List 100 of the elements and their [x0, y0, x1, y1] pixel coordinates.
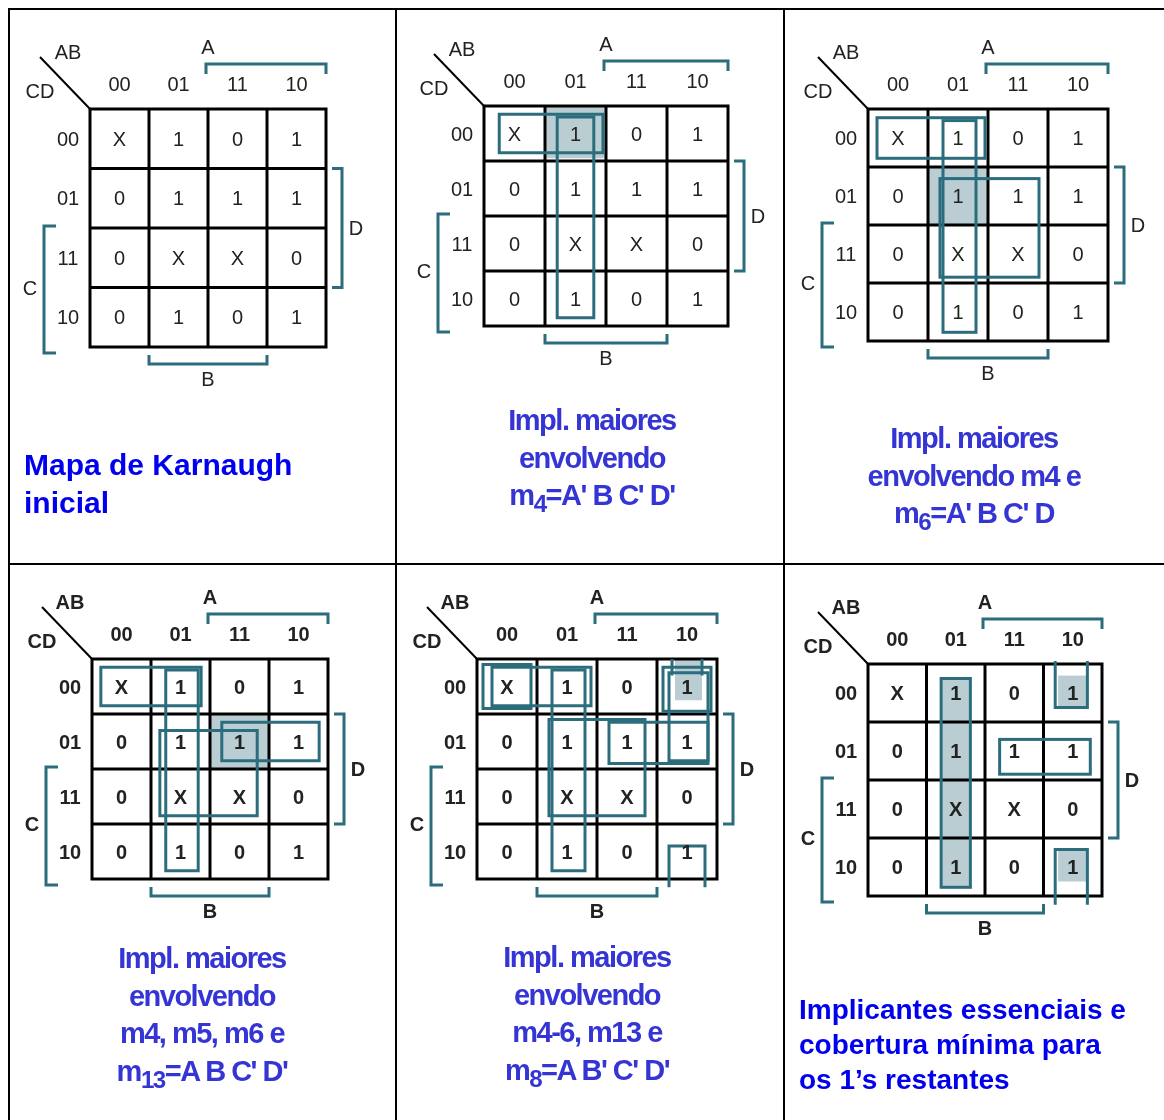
cell-value: 1 [172, 188, 185, 209]
cell-value: 0 [231, 128, 244, 149]
column-header: 11 [228, 624, 251, 644]
variable-label: B [201, 369, 215, 389]
variable-label: AB [832, 42, 860, 62]
row-header: 10 [834, 302, 858, 322]
caption: Impl. maiores envolvendo m4-6, m13 e m$_{8}$=A B' C' D' [502, 940, 672, 1094]
cell-value: X [1007, 799, 1021, 819]
cell-value: 1 [621, 731, 633, 752]
cell-value: 0 [1012, 302, 1024, 322]
column-header: 01 [946, 74, 970, 94]
row-header: 11 [451, 233, 473, 254]
column-header: 10 [287, 624, 310, 644]
variable-label: B [202, 901, 218, 921]
cell-value: 1 [172, 128, 185, 149]
variable-label: CD [803, 81, 833, 101]
row-header: 11 [57, 247, 79, 268]
cell-value: X [114, 676, 129, 697]
cell-value: 1 [233, 731, 246, 752]
cell-value: 1 [691, 178, 704, 199]
row-header: 01 [443, 731, 467, 752]
cell-value: 1 [1012, 186, 1024, 206]
cell-value: X [620, 786, 634, 807]
variable-label: B [589, 901, 605, 921]
variable-label: A [599, 34, 613, 54]
variable-label: CD [25, 81, 55, 101]
column-header: 01 [555, 624, 579, 644]
column-header: 10 [1061, 629, 1084, 649]
row-header: 00 [56, 128, 80, 149]
cell-value: 1 [630, 178, 643, 199]
column-header: 00 [495, 624, 519, 644]
cell-value: 0 [501, 841, 513, 862]
cell-value: 0 [1012, 128, 1024, 148]
cell-value: X [890, 683, 904, 703]
variable-label: A [589, 587, 605, 607]
cell-value: X [232, 786, 247, 807]
row-header: 10 [834, 857, 858, 877]
variable-label: B [977, 918, 993, 938]
variable-label: A [981, 37, 995, 57]
cell-value: 1 [1072, 128, 1084, 148]
variable-label: D [350, 759, 366, 779]
column-header: 01 [944, 629, 967, 649]
variable-label: C [800, 273, 816, 293]
cell-value: 0 [891, 741, 903, 761]
cell-value: 1 [561, 676, 573, 697]
cell-value: 0 [113, 188, 126, 209]
cell-value: X [173, 786, 188, 807]
variable-label: AB [831, 597, 861, 617]
cell-value: 0 [691, 233, 704, 254]
cell-value: 1 [292, 676, 305, 697]
variable-label: CD [419, 78, 449, 98]
variable-label: AB [448, 39, 476, 59]
column-header: 11 [616, 624, 638, 644]
row-header: 10 [58, 841, 82, 862]
cell-value: 1 [1067, 741, 1079, 761]
variable-label: AB [440, 592, 470, 612]
row-header: 00 [58, 676, 82, 697]
cell-value: 0 [233, 841, 246, 862]
variable-label: C [409, 814, 425, 834]
cell-value: X [507, 123, 522, 144]
cell-value: 0 [290, 247, 303, 268]
row-header: 10 [450, 288, 474, 309]
cell-value: 0 [501, 731, 513, 752]
column-header: 00 [886, 629, 909, 649]
cell-value: 0 [621, 841, 633, 862]
variable-label: B [599, 348, 613, 368]
variable-label: D [1130, 215, 1146, 235]
cell-value: 1 [950, 857, 962, 877]
cell-value: 0 [630, 288, 643, 309]
column-header: 11 [1003, 629, 1025, 649]
cell-value: 0 [233, 676, 246, 697]
cell-value: X [560, 786, 574, 807]
cell-value: 0 [892, 302, 904, 322]
cell-value: 1 [174, 676, 187, 697]
variable-label: CD [412, 631, 442, 651]
cell-value: 0 [292, 786, 305, 807]
cell-value: 1 [952, 128, 964, 148]
column-header: 11 [626, 71, 647, 91]
cell-value: 1 [231, 188, 244, 209]
cell-value: 1 [952, 302, 964, 322]
cell-value: 1 [950, 683, 962, 703]
caption: Implicantes essenciais e cobertura mínima para os 1’s restantes [799, 993, 1127, 1097]
variable-label: D [750, 206, 766, 226]
cell-value: 1 [172, 307, 185, 328]
row-header: 00 [834, 683, 858, 703]
variable-label: C [800, 828, 816, 848]
cell-value: X [568, 233, 583, 254]
row-header: 01 [450, 178, 474, 199]
variable-label: AB [54, 42, 82, 62]
variable-label: C [24, 814, 40, 834]
column-header: 10 [285, 74, 308, 94]
cell-value: 0 [1067, 799, 1079, 819]
cell-value: 1 [569, 178, 582, 199]
cell-value: 0 [115, 841, 128, 862]
column-header: 00 [110, 624, 133, 644]
cell-value: 1 [1067, 683, 1079, 703]
row-header: 10 [443, 841, 467, 862]
cell-value: 0 [1008, 683, 1020, 703]
row-header: 01 [834, 186, 858, 206]
cell-value: 0 [891, 799, 903, 819]
